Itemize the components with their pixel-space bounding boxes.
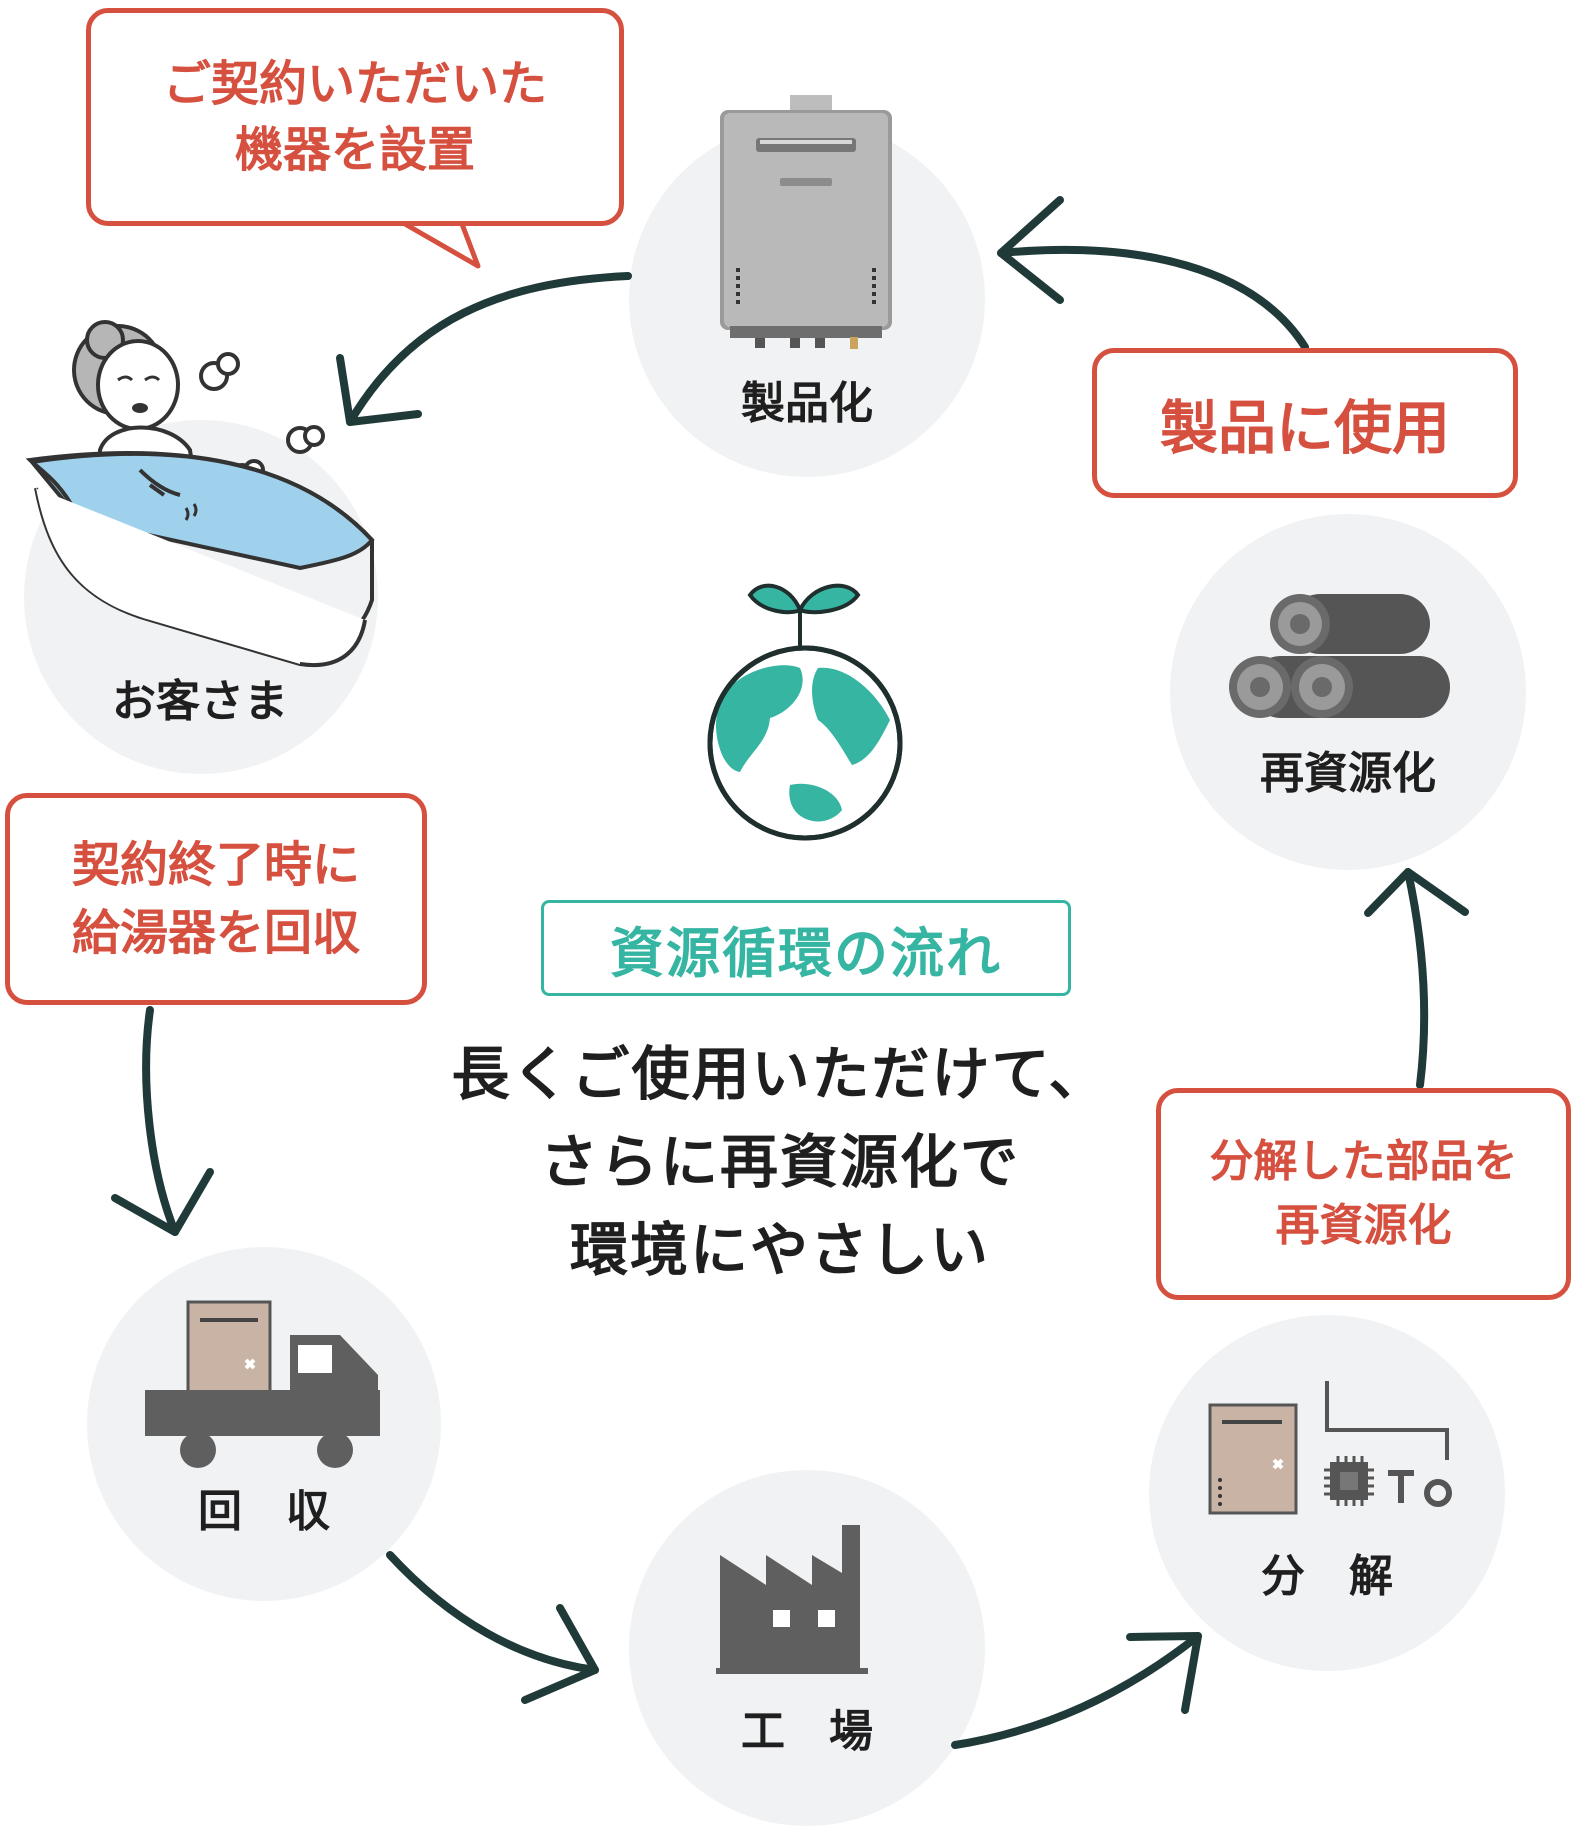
callout-install-text: ご契約いただいた 機器を設置 xyxy=(162,56,547,178)
center-title: 資源循環の流れ xyxy=(541,900,1071,996)
node-disassemble-label: 分 解 xyxy=(1261,1551,1393,1602)
callout-parts-recycle-text: 分解した部品を 再資源化 xyxy=(1209,1136,1518,1251)
arrow-callout-to-collect xyxy=(142,1006,179,1236)
arrow-head-product xyxy=(997,196,1064,304)
node-collect-label: 回 収 xyxy=(198,1486,330,1537)
center-message: 長くご使用いただけて、 さらに再資源化で 環境にやさしい xyxy=(451,1040,1109,1284)
factory-icon xyxy=(716,1525,868,1674)
node-recycle-label: 再資源化 xyxy=(1260,748,1436,799)
callout-use-in-product: 製品に使用 xyxy=(1092,348,1518,498)
callout-collect-on-end: 契約終了時に 給湯器を回収 xyxy=(5,793,427,1005)
callout-collect-on-end-text: 契約終了時に 給湯器を回収 xyxy=(71,837,360,961)
disassembled-parts-icon xyxy=(1208,1381,1452,1515)
node-factory-label: 工 場 xyxy=(741,1706,873,1757)
arrow-collect-to-factory xyxy=(386,1551,599,1674)
arrow-head-factory xyxy=(521,1604,599,1704)
callout-install: ご契約いただいた 機器を設置 xyxy=(86,8,624,226)
water-heater-icon xyxy=(720,95,892,349)
globe-sprout-icon xyxy=(707,583,903,841)
arrow-head-recycle xyxy=(1364,868,1469,917)
arrow-recycle-to-product xyxy=(997,245,1309,351)
callout-use-in-product-text: 製品に使用 xyxy=(1159,394,1450,462)
material-rolls-icon xyxy=(1229,594,1450,718)
arrow-product-to-customer xyxy=(346,272,632,426)
callout-parts-recycle: 分解した部品を 再資源化 xyxy=(1156,1088,1571,1300)
arrow-head-disassemble xyxy=(1126,1632,1202,1714)
node-product-label: 製品化 xyxy=(741,378,873,429)
arrow-factory-to-disassemble xyxy=(951,1632,1202,1749)
callout-install-tail xyxy=(403,221,481,269)
arrow-head-collect xyxy=(111,1168,214,1236)
truck-icon xyxy=(145,1300,380,1468)
arrow-disassemble-to-recycle xyxy=(1404,868,1429,1089)
node-customer-label: お客さま xyxy=(112,676,288,727)
bathtub-person-icon xyxy=(25,320,375,668)
arrow-head-customer xyxy=(336,354,422,426)
